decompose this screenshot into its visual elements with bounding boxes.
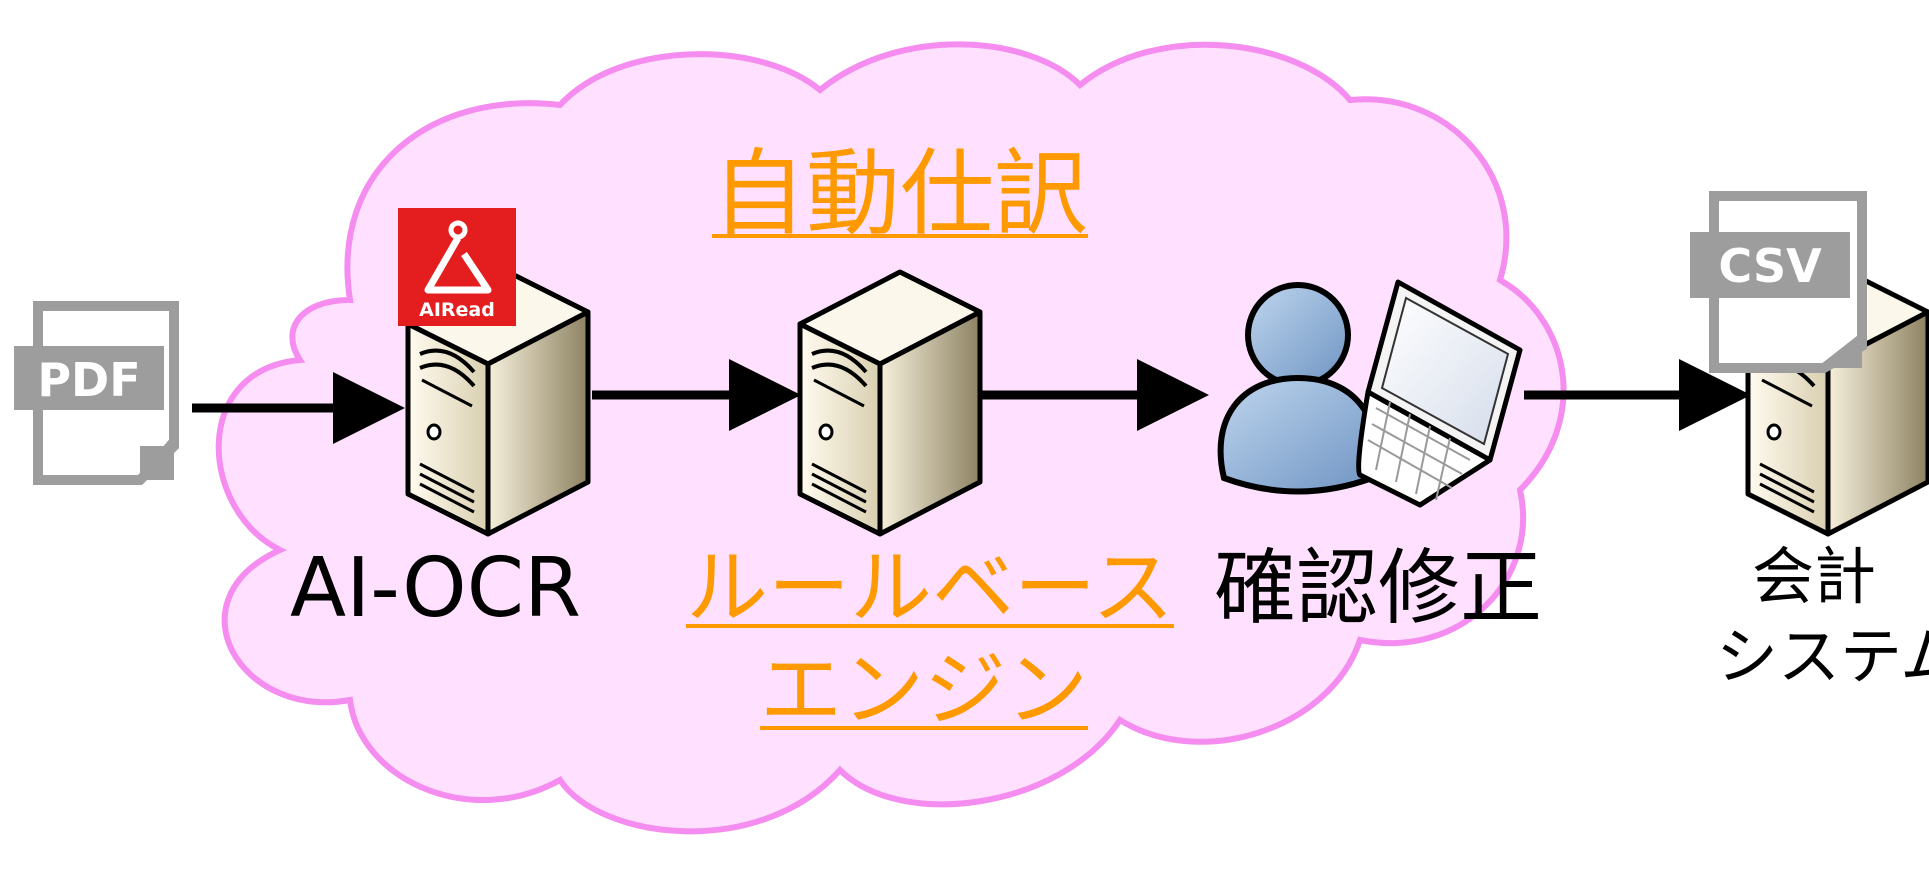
csv-label: CSV bbox=[1718, 239, 1822, 293]
rule-engine-server-icon bbox=[800, 272, 980, 534]
accounting-label-line1: 会計 bbox=[1752, 540, 1877, 613]
review-label: 確認修正 bbox=[1214, 541, 1543, 636]
accounting-label-line2: システム bbox=[1716, 620, 1929, 693]
svg-text:AIRead: AIRead bbox=[419, 299, 495, 321]
rule-engine-label-line2: エンジン bbox=[760, 643, 1089, 738]
laptop-icon bbox=[1356, 279, 1523, 508]
airead-logo: AIRead bbox=[398, 208, 516, 326]
pdf-label: PDF bbox=[37, 353, 140, 407]
rule-engine-label-line1: ルールベース bbox=[686, 541, 1174, 636]
csv-file-icon: CSV bbox=[1690, 191, 1867, 373]
person-icon bbox=[1217, 282, 1379, 495]
diagram-title: 自動仕訳 bbox=[712, 140, 1089, 249]
ocr-label: AI-OCR bbox=[290, 541, 581, 636]
pdf-file-icon: PDF bbox=[14, 306, 174, 480]
